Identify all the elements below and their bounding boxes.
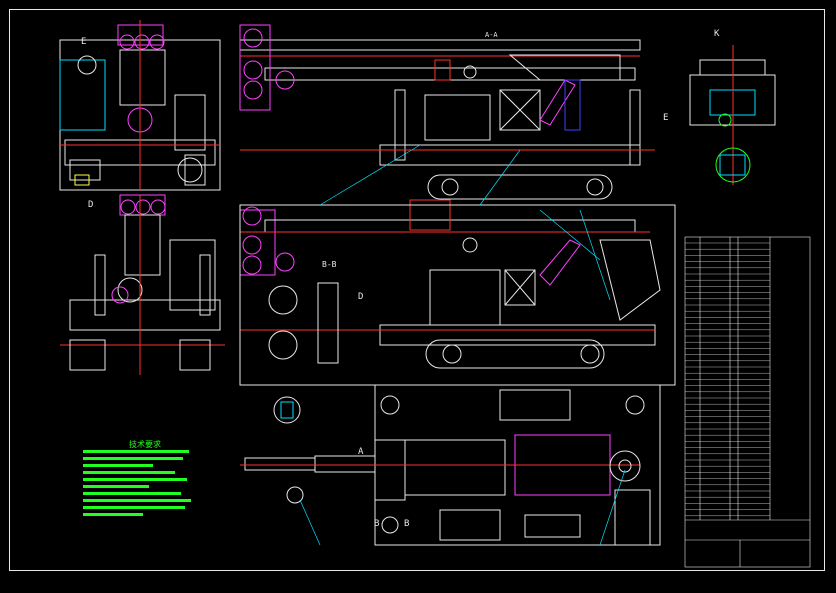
note-line — [83, 492, 181, 495]
view-label-e: E — [81, 37, 87, 47]
view-label-bb: B-B — [322, 260, 337, 269]
note-line — [83, 457, 183, 460]
plan-label-a: A — [358, 447, 364, 457]
view-label-k: K — [714, 29, 720, 39]
note-line — [83, 485, 149, 488]
view-e — [59, 20, 221, 191]
note-line — [83, 499, 191, 502]
note-line — [83, 471, 175, 474]
plan-view — [240, 384, 661, 546]
view-label-d: D — [88, 200, 94, 210]
note-line — [83, 513, 143, 516]
main-view-top — [239, 24, 655, 200]
parts-list-rows — [685, 242, 770, 516]
note-line — [83, 506, 185, 509]
drawing-frame — [9, 9, 825, 571]
arrow-label-e: E — [663, 113, 669, 123]
plan-label-b: B — [374, 519, 380, 529]
view-label-aa: A-A — [485, 31, 498, 39]
view-d — [60, 194, 225, 375]
note-line — [83, 450, 189, 453]
view-k — [689, 45, 776, 185]
technical-notes — [83, 450, 191, 520]
leader-lines — [299, 144, 626, 546]
parts-list — [684, 236, 811, 568]
technical-notes-title: 技术要求 — [129, 440, 161, 449]
main-view-middle — [239, 199, 676, 386]
detail-callouts — [273, 396, 301, 424]
note-line — [83, 464, 153, 467]
arrow-label-d: D — [358, 292, 364, 302]
note-line — [83, 478, 187, 481]
plan-label-b2: B — [404, 519, 410, 529]
